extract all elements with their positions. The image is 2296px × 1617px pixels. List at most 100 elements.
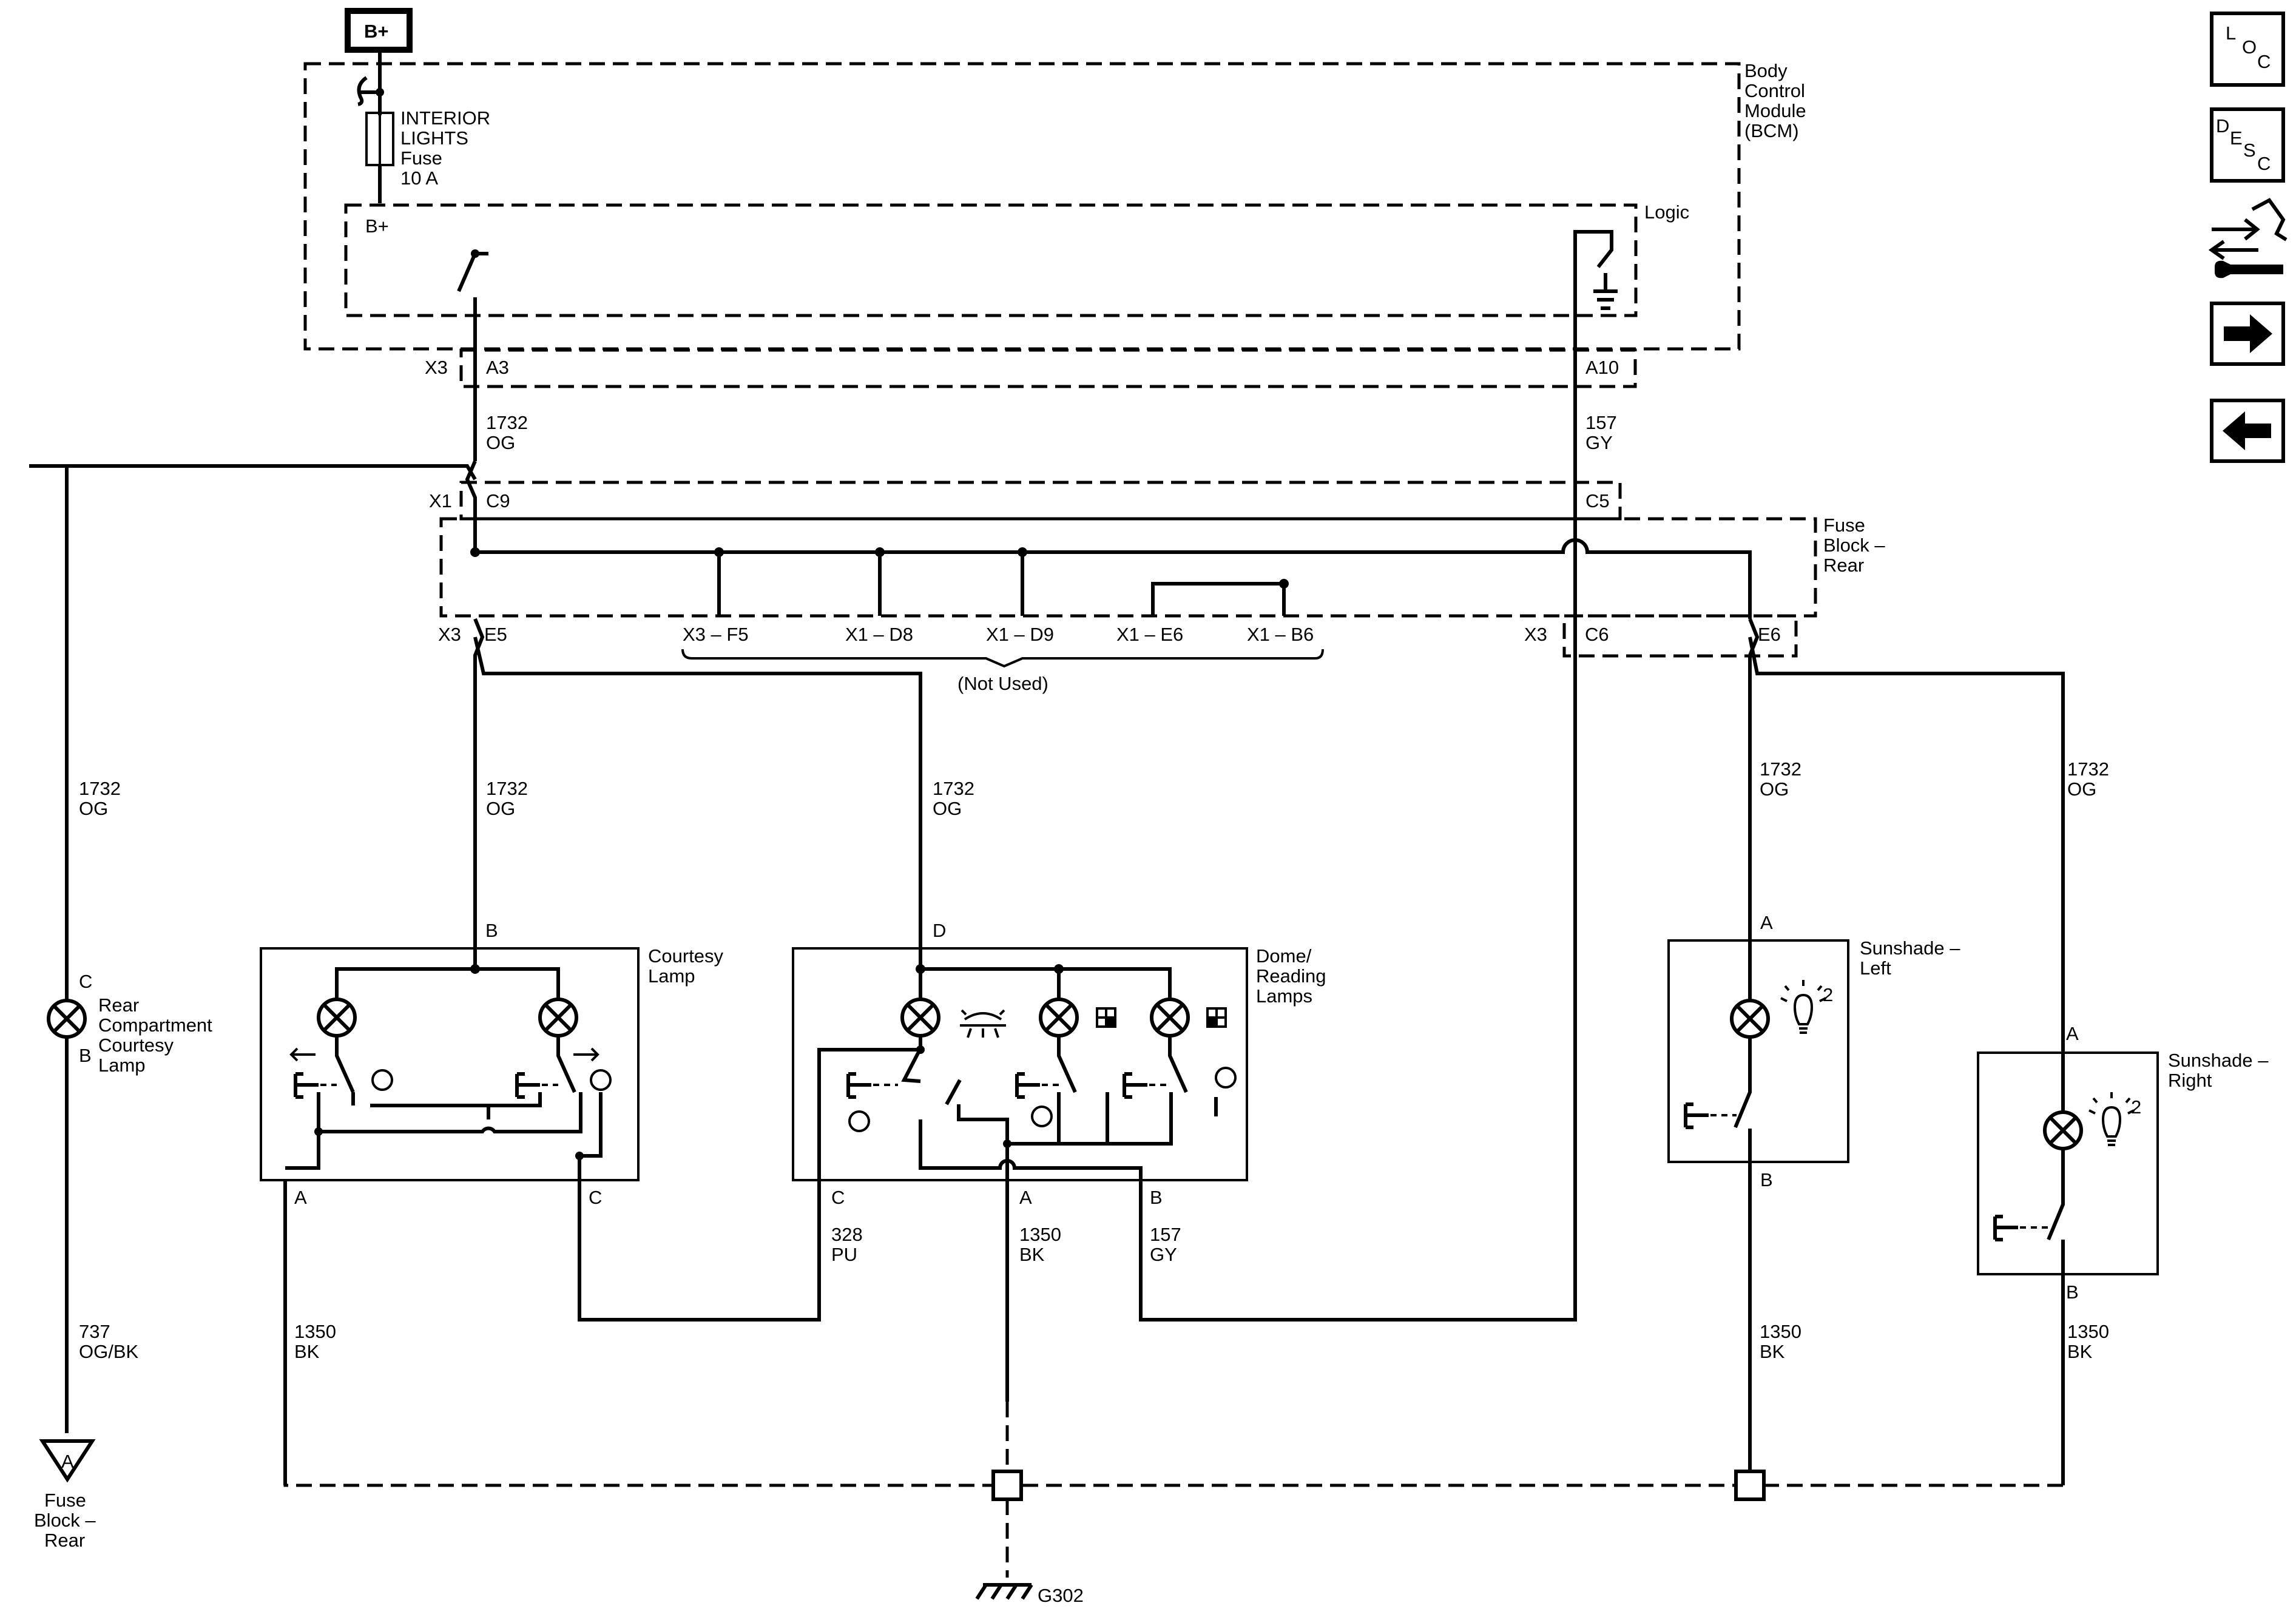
x1-b6-label: X1 – B6 <box>1247 624 1314 645</box>
bplus-label: B+ <box>364 21 389 42</box>
wire-1350-courtesy-color: BK <box>294 1341 320 1362</box>
bcm-inner-outline <box>344 203 1638 317</box>
sunshade-right-label-1: Sunshade – <box>2168 1050 2269 1071</box>
fuse-label-4: 10 A <box>400 167 438 189</box>
location-icon[interactable]: L O C <box>2210 12 2285 87</box>
e5-label: E5 <box>484 624 507 645</box>
bcm-label-1: Body <box>1744 60 1788 81</box>
previous-arrow-icon[interactable] <box>2210 399 2285 463</box>
sunshade-left-sup: 2 <box>1823 984 1833 1005</box>
loc-letter-o: O <box>2242 36 2257 58</box>
courtesy-label-2: Lamp <box>648 965 695 987</box>
fuse-block-ref-pin: A <box>61 1451 74 1472</box>
ground-splice-center <box>991 1470 1023 1501</box>
dome-label-1: Dome/ <box>1256 945 1312 967</box>
fuse-label-3: Fuse <box>400 147 442 169</box>
x1-e6-label: X1 – E6 <box>1116 624 1183 645</box>
x3-left-label: X3 <box>438 624 461 645</box>
wire-1350-dome-num: 1350 <box>1019 1224 1061 1245</box>
fuse-block-rear-label-1: Fuse <box>1823 515 1865 536</box>
x1-connector <box>459 481 1622 521</box>
sunshade-left-pin-b: B <box>1760 1169 1773 1190</box>
wire-157-dome-num: 157 <box>1150 1224 1181 1245</box>
wire-1732-bcm-color: OG <box>486 432 515 453</box>
rear-lamp-label-2: Compartment <box>98 1014 212 1036</box>
wire-1350-dome-color: BK <box>1019 1244 1045 1265</box>
rear-compartment-courtesy-lamp <box>39 466 96 1483</box>
not-used-brace <box>681 649 1324 668</box>
not-used-label: (Not Used) <box>957 673 1048 694</box>
fuse-block-rear-label-2: Block – <box>1823 535 1885 556</box>
bcm-output-switch <box>457 249 488 461</box>
x1-label: X1 <box>429 490 452 511</box>
a3-label: A3 <box>486 357 509 378</box>
wire-1732-courtesy-color: OG <box>486 798 515 819</box>
bplus-small-label: B+ <box>365 215 389 237</box>
connector-tools-icon[interactable] <box>2208 198 2288 279</box>
wire-328-color: PU <box>831 1244 857 1265</box>
wire-1732-dome-num: 1732 <box>933 778 974 799</box>
x1-d8-label: X1 – D8 <box>845 624 913 645</box>
dome-label-2: Reading <box>1256 965 1326 987</box>
wire-1732-dome-color: OG <box>933 798 962 819</box>
rear-lamp-label-4: Lamp <box>98 1055 146 1076</box>
loc-letter-l: L <box>2226 22 2236 44</box>
fuse-block-rear-outline <box>439 517 1817 618</box>
fuse-block-ref-label-2: Block – <box>34 1510 96 1531</box>
courtesy-pin-a: A <box>294 1187 307 1208</box>
fuse-label-2: LIGHTS <box>400 127 468 149</box>
bcm-outline <box>303 62 1741 351</box>
next-arrow-icon[interactable] <box>2210 302 2285 366</box>
c9-label: C9 <box>486 490 510 511</box>
desc-letter-c: C <box>2257 153 2271 174</box>
rear-lamp-label-1: Rear <box>98 994 139 1016</box>
wire-1732-rear-num: 1732 <box>79 778 121 799</box>
courtesy-label-1: Courtesy <box>648 945 724 967</box>
desc-letter-e: E <box>2230 127 2243 149</box>
bcm-logic-input <box>1573 230 1618 516</box>
sunshade-right-assembly: 2 <box>1977 1050 2159 1485</box>
wire-157-bcm-num: 157 <box>1585 412 1617 433</box>
wire-157-bcm-color: GY <box>1585 432 1613 453</box>
x3-connector-right <box>1562 614 1798 658</box>
description-icon[interactable]: D E S C <box>2210 107 2285 183</box>
x3-top-label: X3 <box>425 357 448 378</box>
dome-pin-c: C <box>831 1187 845 1208</box>
ground-g302-label: G302 <box>1038 1585 1084 1606</box>
sunshade-right-pin-a: A <box>2066 1023 2079 1044</box>
sunshade-left-pin-a: A <box>1760 912 1773 933</box>
sunshade-left-label-2: Left <box>1860 957 1891 979</box>
x1-d9-label: X1 – D9 <box>986 624 1054 645</box>
wire-328-num: 328 <box>831 1224 863 1245</box>
dome-pin-b: B <box>1150 1187 1163 1208</box>
loc-letter-c: C <box>2257 51 2271 72</box>
wire-1732-sunleft-num: 1732 <box>1760 758 1801 780</box>
wire-737-color: OG/BK <box>79 1341 139 1362</box>
wire-1732-sunright-num: 1732 <box>2067 758 2109 780</box>
rear-lamp-pin-c: C <box>79 971 92 992</box>
wire-1732-sunright-color: OG <box>2067 778 2096 800</box>
sunshade-left-label-1: Sunshade – <box>1860 937 1960 959</box>
wire-1732-sunleft-color: OG <box>1760 778 1789 800</box>
dome-pin-a: A <box>1019 1187 1032 1208</box>
fuse-label-1: INTERIOR <box>400 107 490 129</box>
wire-1350-courtesy-num: 1350 <box>294 1321 336 1342</box>
courtesy-pin-b: B <box>485 920 498 941</box>
x3-connector-top <box>459 348 1637 388</box>
bcm-logic-label: Logic <box>1644 201 1689 223</box>
wire-1732-courtesy-num: 1732 <box>486 778 528 799</box>
e6-label: E6 <box>1758 624 1781 645</box>
x3-f5-label: X3 – F5 <box>683 624 749 645</box>
fuse-block-ref-label-1: Fuse <box>44 1490 86 1511</box>
bcm-label-3: Module <box>1744 100 1806 121</box>
wire-157-dome-color: GY <box>1150 1244 1177 1265</box>
sunshade-left-assembly: 2 <box>1667 939 1849 1485</box>
sunshade-right-label-2: Right <box>2168 1070 2212 1091</box>
fuse-block-bus <box>29 460 1752 619</box>
c6-label: C6 <box>1585 624 1609 645</box>
interior-lights-fuse <box>365 112 394 166</box>
c5-label: C5 <box>1585 490 1610 511</box>
wire-1350-sunright-num: 1350 <box>2067 1321 2109 1342</box>
dome-reading-lamps-assembly <box>792 619 1577 1402</box>
wire-1732-rear-color: OG <box>79 798 108 819</box>
